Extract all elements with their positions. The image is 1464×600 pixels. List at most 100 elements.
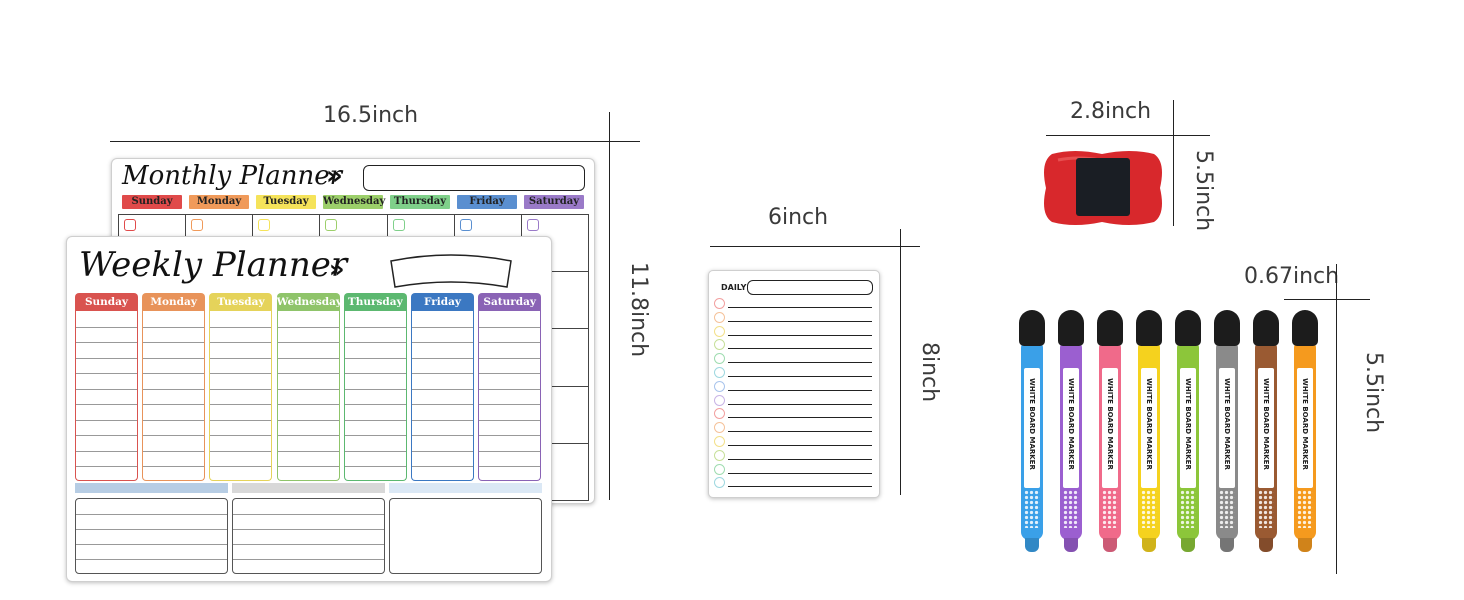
daily-line (728, 376, 872, 377)
weekly-row-line (344, 435, 406, 436)
marker-label-text: WHITE BOARD MARKER (1067, 378, 1075, 470)
weekly-row-line (76, 435, 137, 436)
weekly-row-line (277, 466, 339, 467)
weekly-row-line (210, 404, 272, 405)
weekly-row-line (344, 450, 406, 452)
weekly-day-header: Friday (411, 293, 474, 311)
marker-label: WHITE BOARD MARKER (1297, 368, 1313, 488)
monthly-date-marker (124, 219, 136, 231)
weekly-note-header (389, 483, 542, 493)
weekly-row-line (76, 419, 137, 421)
weekly-day-header: Wednesday (276, 293, 342, 311)
weekly-row-line (143, 435, 205, 436)
weekly-row-line (143, 419, 205, 421)
monthly-date-marker (325, 219, 338, 231)
weekly-note-line (233, 529, 384, 530)
weekly-note-header (232, 483, 385, 493)
monthly-height-label: 11.8inch (626, 262, 651, 358)
weekly-row-line (143, 388, 205, 390)
daily-line (728, 334, 872, 336)
monthly-date-marker (191, 219, 204, 231)
monthly-date-marker (459, 219, 472, 231)
marker-tip (1142, 538, 1156, 552)
marker-label: WHITE BOARD MARKER (1102, 368, 1118, 488)
weekly-row-line (344, 357, 406, 359)
marker-eraser-cap (1058, 310, 1084, 346)
weekly-row-line (143, 466, 205, 467)
monthly-title-box (363, 165, 585, 191)
weekly-row-line (210, 373, 272, 374)
weekly-row-line (277, 373, 339, 374)
weekly-note-line (76, 544, 227, 545)
daily-check-circle (714, 477, 725, 489)
monthly-grid-cell (521, 272, 589, 330)
daily-check-circle (714, 449, 725, 461)
marker-tip (1181, 538, 1195, 552)
weekly-row-line (210, 357, 272, 359)
weekly-row-line (76, 404, 137, 405)
weekly-row-line (479, 435, 541, 436)
marker-eraser-cap (1097, 310, 1123, 346)
daily-line (728, 445, 872, 446)
weekly-day-header: Thursday (343, 293, 407, 311)
weekly-note-box (389, 498, 542, 574)
weekly-row-line (412, 342, 473, 343)
monthly-grid-cell (521, 215, 589, 273)
monthly-day-header: Monday (189, 195, 249, 209)
daily-line (728, 417, 872, 419)
monthly-planner-title: Monthly Planner (122, 161, 343, 191)
marker-eraser-cap (1214, 310, 1240, 346)
marker-label: WHITE BOARD MARKER (1258, 368, 1274, 488)
weekly-day-header: Tuesday (209, 293, 273, 311)
marker-dot-pattern (1141, 490, 1157, 528)
daily-line (728, 320, 872, 322)
daily-line (728, 431, 872, 433)
weekly-row-line (412, 466, 473, 467)
daily-planner-board: DAILY (708, 270, 880, 498)
eraser-height-label: 5.5inch (1191, 150, 1216, 232)
daily-check-circle (714, 436, 725, 447)
monthly-date-marker (526, 219, 539, 231)
weekly-row-line (277, 435, 339, 436)
weekly-row-line (277, 326, 339, 328)
weekly-row-line (76, 326, 137, 328)
daily-check-circle (714, 394, 725, 406)
daily-check-circle (714, 422, 725, 434)
weekly-note-box (232, 498, 385, 574)
weekly-row-line (210, 388, 272, 390)
weekly-row-line (210, 450, 272, 452)
weekly-banner-icon (390, 254, 512, 288)
monthly-grid-cell (521, 443, 589, 501)
weekly-row-line (76, 357, 137, 359)
weekly-row-line (210, 435, 272, 436)
weekly-note-line (233, 544, 384, 545)
weekly-day-column (142, 311, 206, 481)
marker-eraser-cap (1175, 310, 1201, 346)
weekly-row-line (479, 388, 541, 390)
weekly-row-line (210, 466, 272, 467)
eraser-height-line (1173, 100, 1174, 226)
marker-dot-pattern (1063, 490, 1079, 528)
marker-dot-pattern (1180, 490, 1196, 528)
weekly-row-line (143, 404, 205, 405)
daily-line (728, 458, 872, 460)
monthly-day-header: Tuesday (256, 195, 316, 209)
weekly-row-line (277, 342, 339, 343)
eraser-width-line (1046, 135, 1210, 136)
weekly-row-line (344, 388, 406, 390)
daily-title-box (747, 280, 873, 295)
weekly-row-line (479, 404, 541, 405)
weekly-row-line (344, 404, 406, 405)
daily-height-line (900, 229, 901, 495)
monthly-height-line (609, 112, 610, 500)
marker-tip (1259, 538, 1273, 552)
weekly-day-column (478, 311, 542, 481)
marker-dot-pattern (1258, 490, 1274, 528)
weekly-day-header: Saturday (478, 293, 542, 311)
chevron-icon: » (329, 255, 345, 283)
weekly-row-line (479, 466, 541, 467)
monthly-day-header: Thursday (390, 195, 450, 209)
weekly-row-line (143, 326, 205, 328)
weekly-row-line (412, 357, 473, 359)
weekly-note-line (76, 514, 227, 515)
